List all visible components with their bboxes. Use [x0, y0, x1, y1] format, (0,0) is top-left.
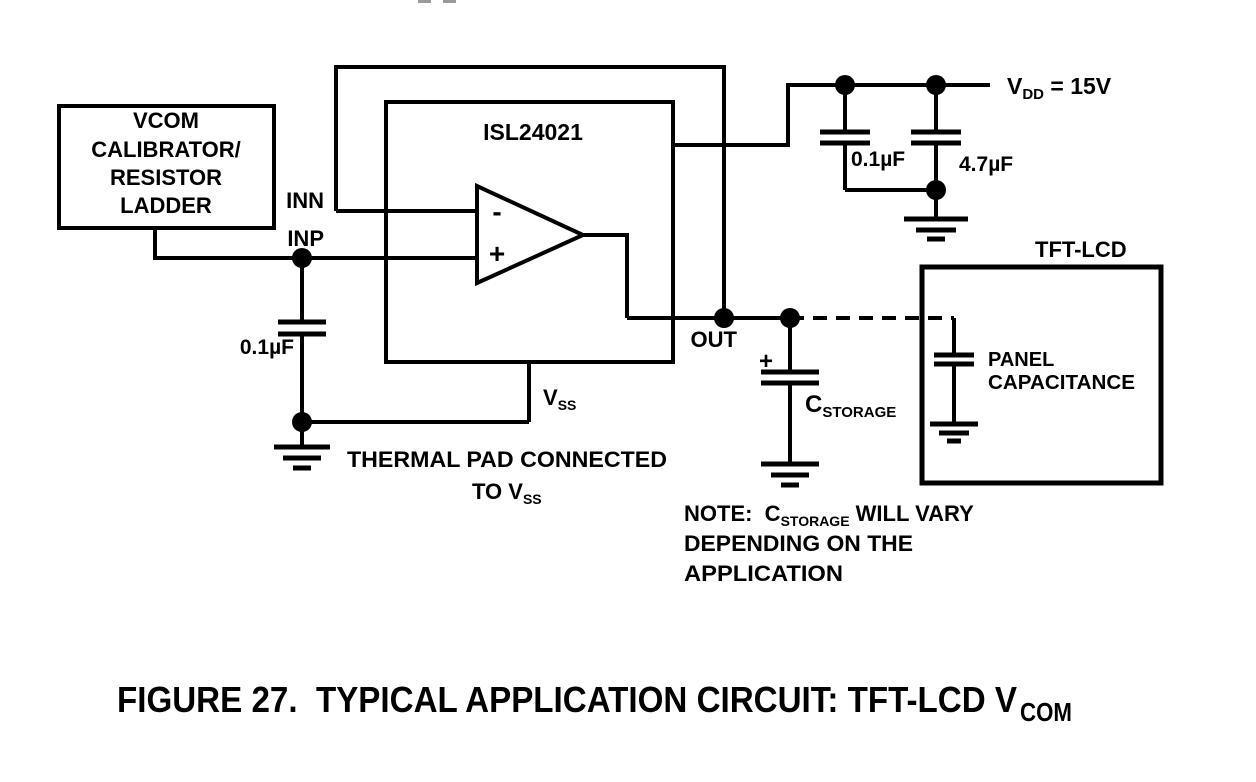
storage-capacitor	[761, 369, 819, 386]
thermal-pad-note-line1: THERMAL PAD CONNECTED	[347, 447, 667, 472]
figure-caption: FIGURE 27. TYPICAL APPLICATION CIRCUIT: …	[117, 679, 1017, 720]
vcom-box-line3: RESISTOR	[110, 165, 222, 190]
storage-cap-label: CSTORAGE	[805, 391, 896, 421]
storage-note-line3: APPLICATION	[684, 561, 843, 586]
junction-dot-vdd-bypass	[835, 75, 855, 95]
vdd-bypass-capacitor	[820, 129, 870, 146]
ground-vdd	[904, 216, 968, 242]
wires	[153, 65, 990, 464]
vdd-bulk-value: 4.7µF	[959, 153, 1013, 176]
vss-main: V	[543, 385, 558, 410]
vcom-box-line1: VCOM	[133, 108, 199, 133]
vcom-calibrator-box	[57, 104, 276, 230]
vdd-supply-label: VDD = 15V	[1007, 73, 1112, 103]
ground-panel	[930, 421, 978, 444]
pin-label-vss: VSS	[543, 385, 576, 413]
thermal-pad-note-line2: TO VSS	[472, 479, 542, 507]
vdd-bulk-capacitor	[911, 129, 961, 146]
ground-storage	[761, 461, 819, 488]
storage-cap-polarity-icon: +	[759, 348, 773, 375]
panel-capacitor	[934, 352, 974, 367]
storage-note-line1: NOTE: CSTORAGE WILL VARY	[684, 501, 974, 529]
storage-main: C	[805, 391, 822, 418]
vdd-subscript: DD	[1022, 86, 1044, 103]
ground-input	[274, 444, 330, 471]
input-bypass-capacitor	[278, 319, 326, 337]
junction-dot-input-gnd	[292, 412, 312, 432]
tft-lcd-label: TFT-LCD	[1035, 237, 1127, 262]
pin-label-inp: INP	[287, 226, 324, 251]
storage-note-line2: DEPENDING ON THE	[684, 531, 913, 556]
wire-feedback-loop	[334, 65, 726, 318]
wire-vdd-rail	[673, 83, 990, 147]
junction-dot-bypass-gnd	[926, 180, 946, 200]
opamp-minus-icon: -	[492, 196, 501, 227]
note-line1-post: WILL VARY	[850, 501, 975, 526]
wire-opamp-output-internal	[583, 233, 629, 318]
junction-dot-vdd-bulk	[926, 75, 946, 95]
note-line1-pre: NOTE: C	[684, 501, 781, 526]
vdd-bypass-value: 0.1µF	[851, 148, 905, 171]
vdd-main: V	[1007, 73, 1023, 99]
thermal-line2-main: TO V	[472, 479, 523, 504]
vss-subscript: SS	[558, 397, 577, 413]
junction-dots	[292, 75, 946, 432]
vcom-box-line2: CALIBRATOR/	[91, 137, 241, 162]
junction-dot-inp	[292, 248, 312, 268]
opamp-plus-icon: +	[489, 238, 505, 269]
ic-name-label: ISL24021	[483, 119, 583, 145]
opamp-triangle	[475, 182, 588, 287]
panel-cap-label-line2: CAPACITANCE	[988, 372, 1135, 394]
junction-dot-out-storage	[780, 308, 800, 328]
cropped-text-artifact	[418, 0, 431, 3]
vdd-value: = 15V	[1044, 73, 1112, 99]
isl24021-box	[384, 100, 675, 364]
pin-label-out: OUT	[691, 327, 738, 352]
vcom-box-line4: LADDER	[120, 193, 212, 218]
wire-vcom-to-inp	[153, 228, 302, 260]
storage-subscript: STORAGE	[822, 404, 896, 421]
figure-caption-subscript: COM	[1020, 697, 1072, 727]
input-bypass-value: 0.1µF	[240, 336, 294, 359]
pin-label-inn: INN	[286, 188, 324, 213]
note-line1-subscript: STORAGE	[781, 513, 850, 529]
tft-lcd-box	[919, 264, 1164, 486]
cropped-text-artifact	[443, 0, 456, 3]
panel-cap-label-line1: PANEL	[988, 349, 1054, 371]
junction-dot-out-feedback	[714, 308, 734, 328]
thermal-line2-subscript: SS	[523, 491, 542, 507]
